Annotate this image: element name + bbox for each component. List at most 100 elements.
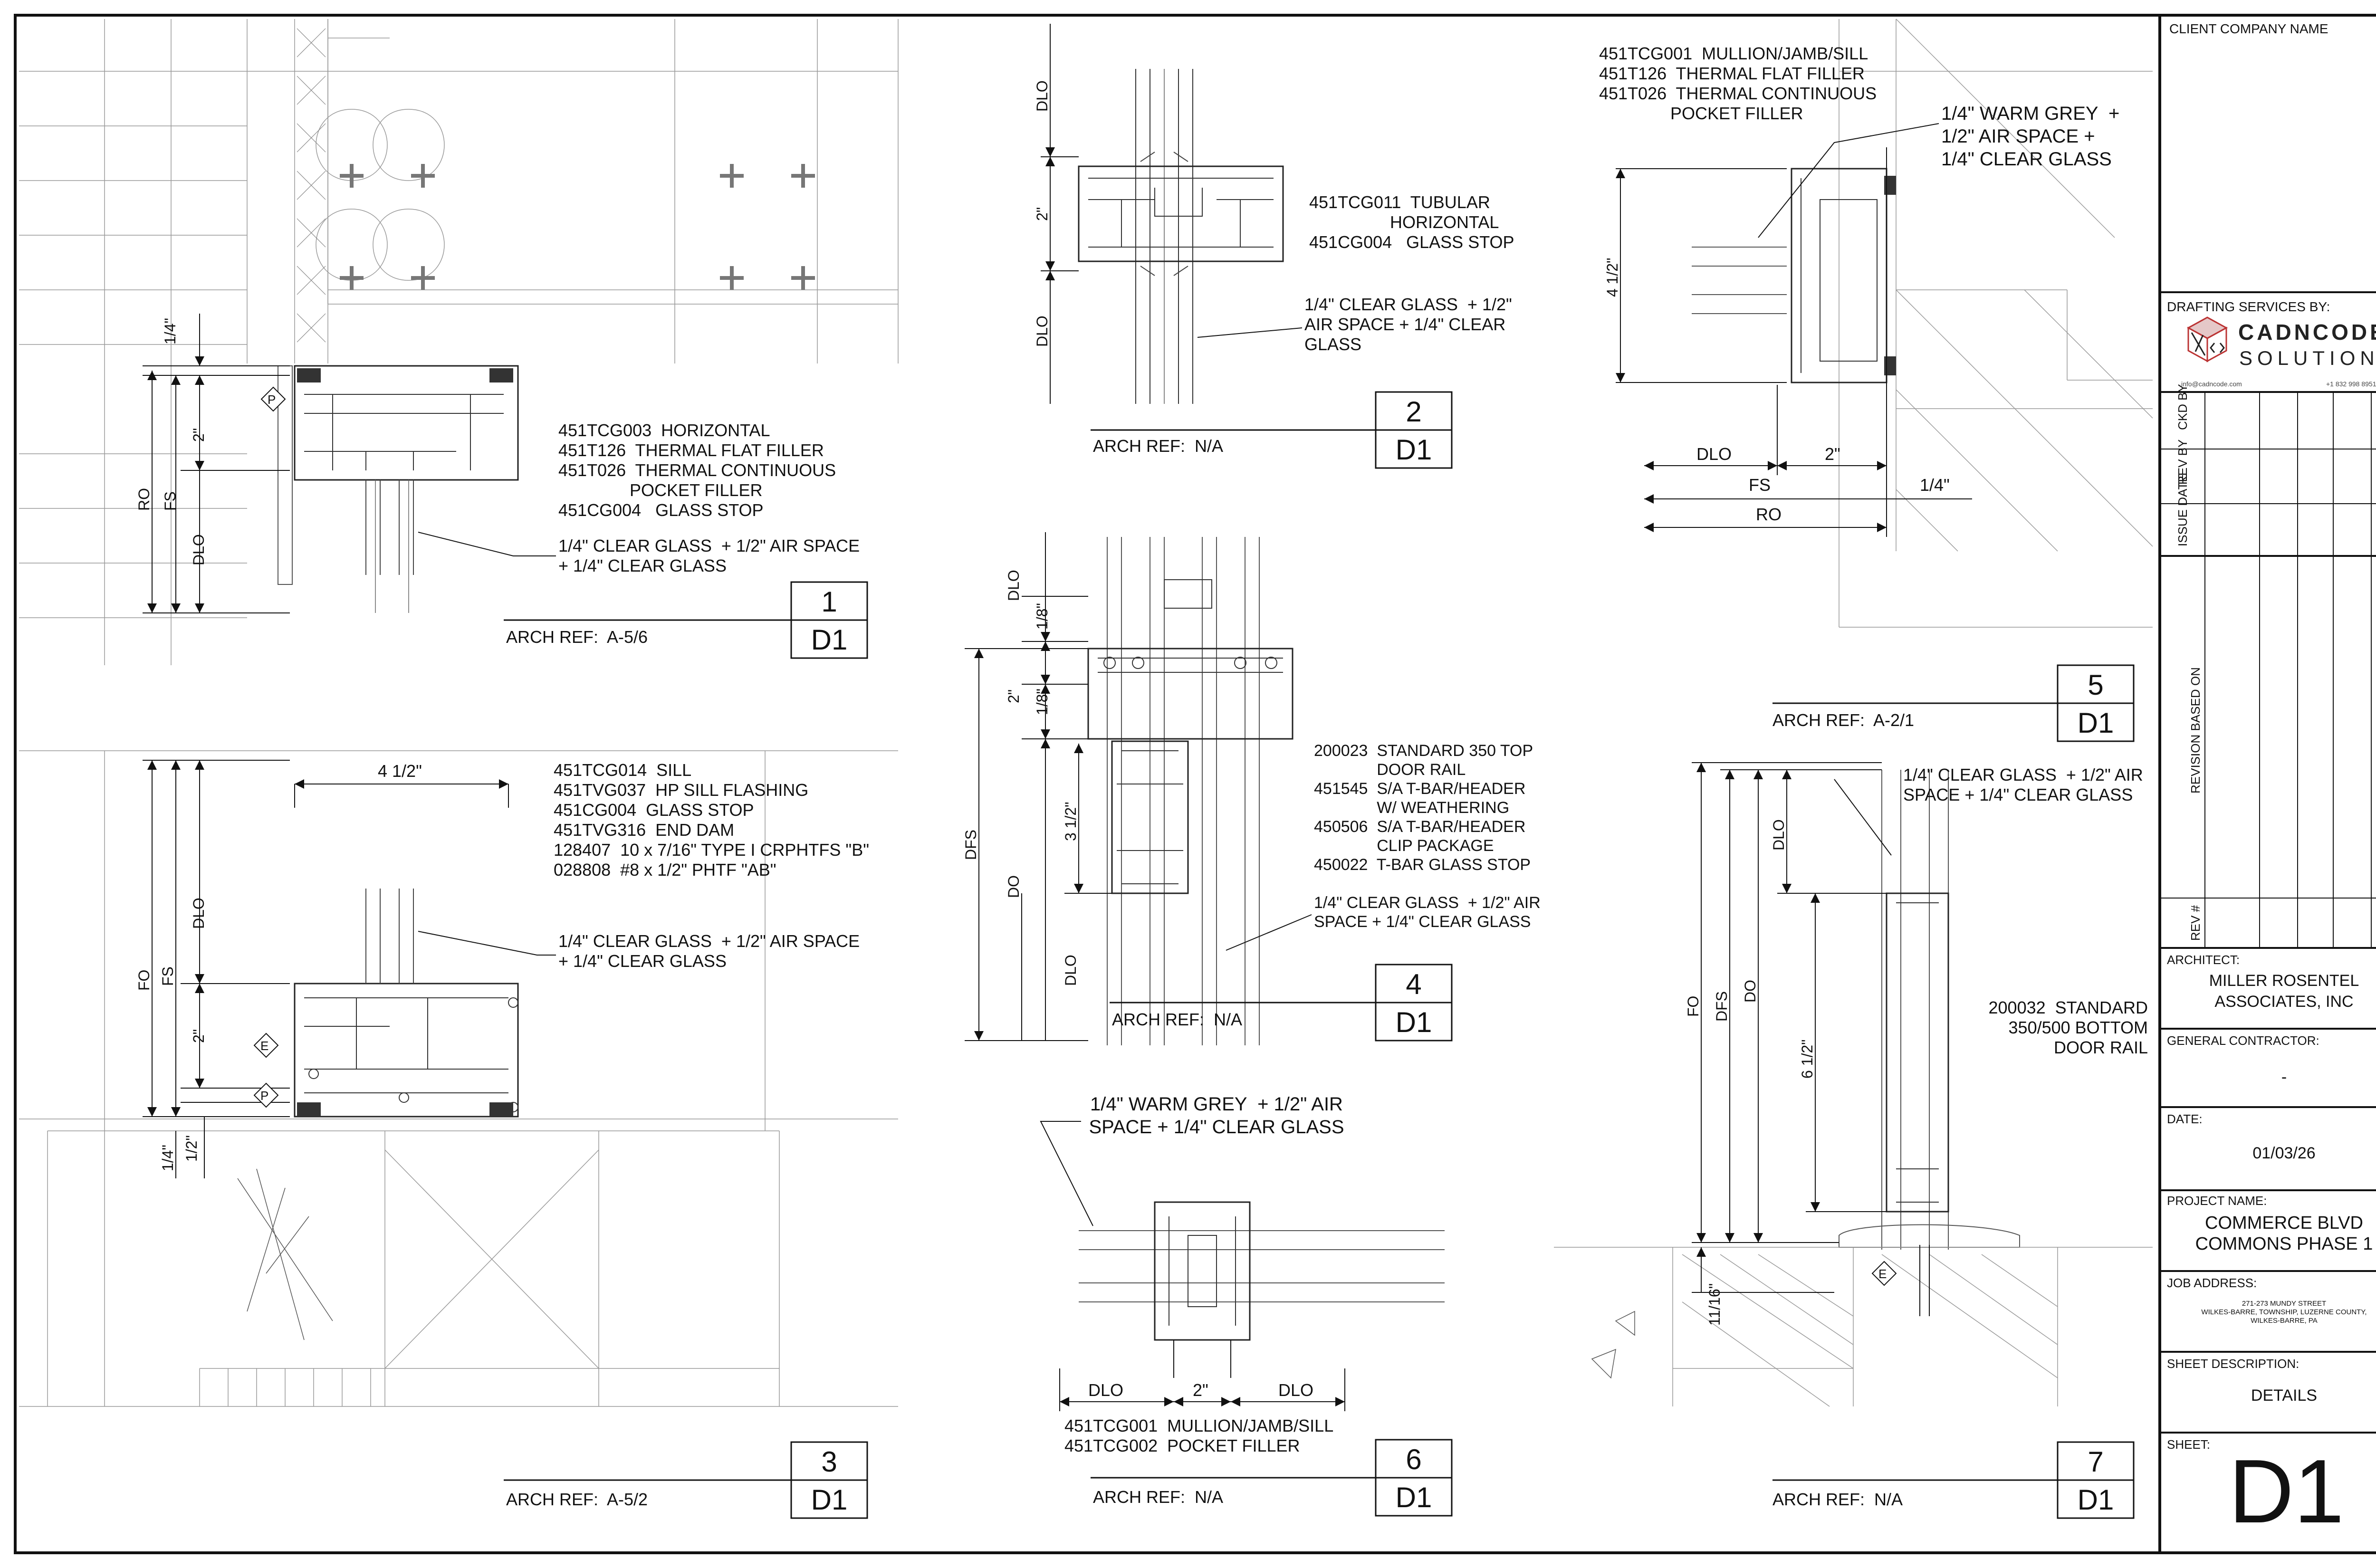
detail-1-dim-ro: RO: [135, 488, 153, 511]
detail-2-dim-2in: 2": [1034, 207, 1051, 221]
detail-3-dim-2in: 2": [190, 1029, 207, 1043]
detail-3-dim-width: 4 1/2": [378, 761, 422, 781]
rev-col-issue-date: ISSUE DATE: [2175, 474, 2190, 546]
detail-4-dim-dfs: DFS: [962, 830, 979, 860]
detail-1-dim-dlo: DLO: [190, 534, 207, 565]
logo-subtitle: SOLUTIONS: [2239, 347, 2376, 369]
detail-7-drawing: [1554, 770, 2153, 1407]
detail-5-callout: [1772, 664, 2135, 742]
detail-2-notes: 451TCG011 TUBULAR HORIZONTAL 451CG004 GL…: [1309, 192, 1514, 252]
detail-4-dim-eighth-top: 1/8": [1034, 603, 1051, 630]
client-company-label: CLIENT COMPANY NAME: [2169, 21, 2328, 36]
detail-5-sheet: D1: [2077, 707, 2114, 739]
detail-4-glass-note: 1/4" CLEAR GLASS + 1/2" AIR SPACE + 1/4"…: [1314, 894, 1541, 931]
detail-1-callout: [504, 581, 868, 659]
detail-3-dim-quarter: 1/4": [159, 1145, 176, 1171]
detail-3-dim-dlo: DLO: [190, 898, 207, 929]
sheet-border: [14, 14, 2376, 1554]
sheet-description-label: SHEET DESCRIPTION:: [2167, 1357, 2299, 1371]
detail-2-number: 2: [1406, 396, 1422, 428]
detail-5-dim-fs: FS: [1749, 475, 1771, 495]
detail-4-arch-ref: ARCH REF: N/A: [1112, 1010, 1243, 1029]
detail-1-glass-note: 1/4" CLEAR GLASS + 1/2" AIR SPACE + 1/4"…: [558, 536, 860, 575]
detail-4-dim-eighth-bottom: 1/8": [1034, 688, 1051, 715]
detail-6-arch-ref: ARCH REF: N/A: [1093, 1487, 1224, 1507]
detail-7-tag-e: [1871, 1261, 1897, 1286]
detail-5-arch-ref: ARCH REF: A-2/1: [1772, 710, 1915, 730]
detail-1-notes: 451TCG003 HORIZONTAL 451T126 THERMAL FLA…: [558, 421, 836, 520]
job-address-value: 271-273 MUNDY STREET WILKES-BARRE, TOWNS…: [2201, 1300, 2367, 1325]
detail-3-notes: 451TCG014 SILL 451TVG037 HP SILL FLASHIN…: [554, 760, 869, 880]
detail-6-sheet: D1: [1395, 1482, 1432, 1513]
logo-email: info@cadncode.com: [2181, 380, 2242, 388]
detail-3-callout: [504, 1441, 868, 1519]
detail-6-callout: [1091, 1439, 1453, 1517]
detail-4-dim-3-5: 3 1/2": [1062, 802, 1079, 841]
detail-3-tag-e-label: E: [260, 1039, 269, 1053]
detail-7-dim-fo: FO: [1685, 995, 1702, 1017]
general-contractor-label: GENERAL CONTRACTOR:: [2167, 1033, 2319, 1048]
detail-1-tag-p: [260, 386, 286, 412]
rev-col-rev-number: REV #: [2188, 905, 2203, 941]
detail-2-dimensions: [1041, 24, 1303, 404]
detail-2-drawing: [1064, 69, 1284, 404]
detail-3-dimensions: [143, 760, 556, 1178]
detail-3-tags: [253, 1033, 279, 1108]
cadncode-logo-icon: [2186, 316, 2228, 363]
detail-7-tag-e-label: E: [1878, 1267, 1887, 1281]
detail-2-sheet: D1: [1395, 434, 1432, 466]
detail-1-dim-fs: FS: [162, 491, 179, 511]
detail-1-sheet: D1: [811, 624, 848, 656]
detail-4-dim-dlo-bottom: DLO: [1062, 955, 1079, 986]
date-label: DATE:: [2167, 1112, 2203, 1126]
detail-1-arch-ref: ARCH REF: A-5/6: [506, 627, 648, 647]
detail-5-dim-ro: RO: [1756, 505, 1782, 524]
drafting-services-label: DRAFTING SERVICES BY:: [2167, 299, 2330, 314]
detail-6-dim-2in: 2": [1193, 1380, 1208, 1400]
detail-3-dim-fs: FS: [159, 966, 176, 986]
detail-3-glass-note: 1/4" CLEAR GLASS + 1/2" AIR SPACE + 1/4"…: [558, 931, 860, 971]
detail-7-notes: 200032 STANDARD 350/500 BOTTOM DOOR RAIL: [1988, 998, 2148, 1057]
rev-col-ckd: CKD BY: [2175, 384, 2190, 430]
detail-5-number: 5: [2088, 669, 2104, 701]
sheet-label: SHEET:: [2167, 1437, 2211, 1452]
detail-3-dim-fo: FO: [135, 969, 153, 991]
detail-4-callout: [1110, 964, 1453, 1042]
detail-4-dimensions: [965, 532, 1312, 1041]
detail-2-dim-dlo-top: DLO: [1034, 80, 1051, 112]
detail-6-dim-dlo-left: DLO: [1088, 1380, 1124, 1400]
architect-label: ARCHITECT:: [2167, 953, 2240, 967]
detail-6-number: 6: [1406, 1444, 1422, 1475]
detail-2-glass-note: 1/4" CLEAR GLASS + 1/2" AIR SPACE + 1/4"…: [1304, 295, 1512, 354]
detail-5-dim-quarter: 1/4": [1920, 475, 1950, 495]
detail-6-drawing: [1079, 1201, 1445, 1378]
detail-5-dim-4-5: 4 1/2": [1604, 258, 1621, 297]
detail-7-dim-dfs: DFS: [1713, 991, 1730, 1022]
detail-4-sheet: D1: [1395, 1006, 1432, 1038]
detail-1-drawing: [19, 19, 899, 665]
detail-4-dim-dlo-top: DLO: [1005, 570, 1022, 601]
detail-1-dim-2in: 2": [190, 428, 207, 442]
detail-7-callout: [1772, 1441, 2135, 1519]
detail-5-glass-note: 1/4" WARM GREY + 1/2" AIR SPACE + 1/4" C…: [1941, 103, 2120, 170]
detail-7-dim-do: DO: [1742, 980, 1759, 1003]
general-contractor-value: -: [2281, 1068, 2287, 1086]
detail-7-glass-note: 1/4" CLEAR GLASS + 1/2" AIR SPACE + 1/4"…: [1903, 765, 2143, 804]
detail-1-number: 1: [821, 586, 837, 618]
detail-3-sheet: D1: [811, 1484, 848, 1516]
detail-7-sheet: D1: [2077, 1484, 2114, 1516]
job-address-label: JOB ADDRESS:: [2167, 1276, 2257, 1290]
detail-3-number: 3: [821, 1446, 837, 1478]
detail-7-dim-11-16: 11/16": [1706, 1283, 1723, 1326]
detail-6-notes: 451TCG001 MULLION/JAMB/SILL 451TCG002 PO…: [1064, 1416, 1334, 1455]
detail-3-dim-half: 1/2": [183, 1135, 200, 1162]
detail-3-arch-ref: ARCH REF: A-5/2: [506, 1490, 648, 1509]
revision-grid: [2160, 392, 2376, 948]
logo-phone: +1 832 998 8951: [2326, 380, 2376, 388]
detail-1-tag-p-label: P: [268, 392, 276, 407]
detail-5-notes: 451TCG001 MULLION/JAMB/SILL 451T126 THER…: [1599, 44, 1877, 123]
detail-6-glass-note: 1/4" WARM GREY + 1/2" AIR SPACE + 1/4" C…: [1089, 1094, 1344, 1138]
date-value: 01/03/26: [2252, 1144, 2316, 1162]
detail-7-dimensions: [1692, 762, 1892, 1293]
